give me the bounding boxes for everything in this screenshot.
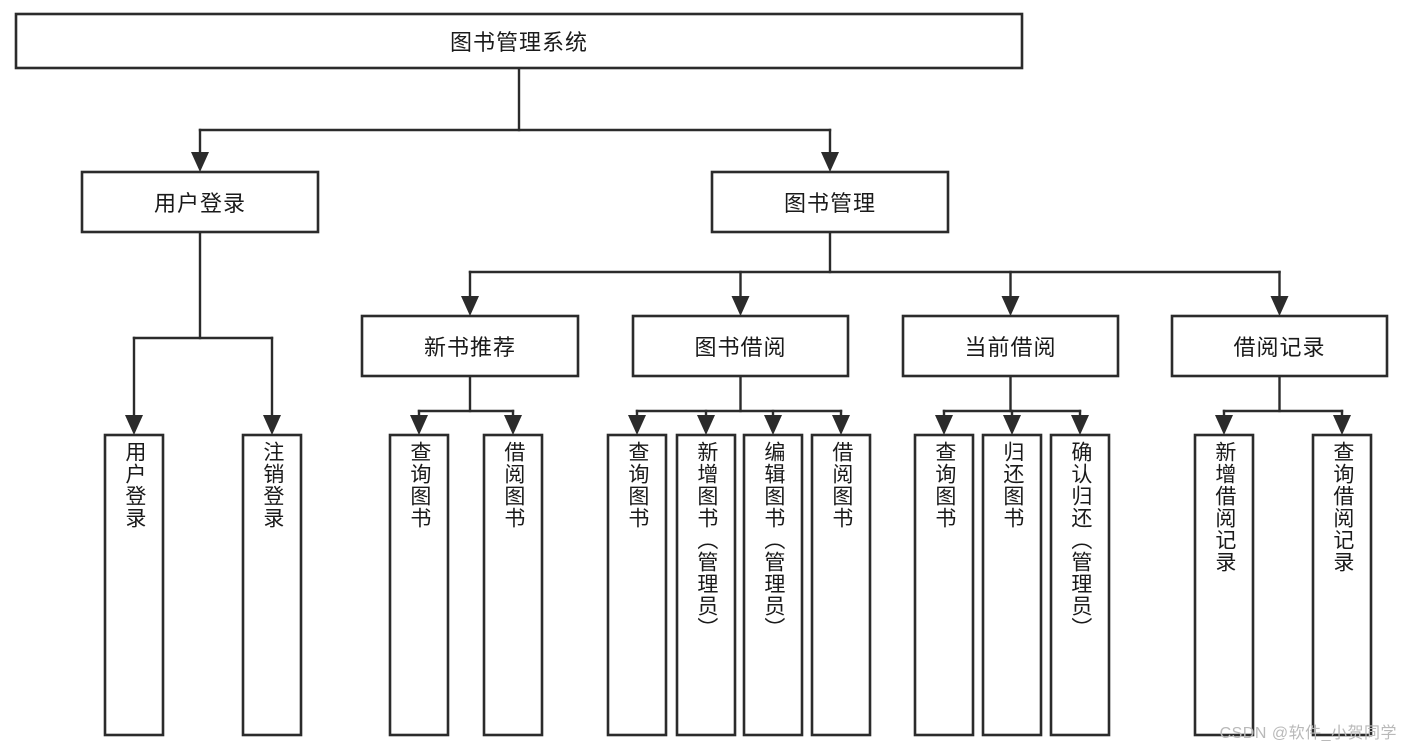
node-box-book-borrow[interactable]: [631, 314, 850, 378]
arrow-head-add-borrow-record: [1215, 415, 1233, 435]
arrow-head-borrow-record: [1270, 296, 1289, 316]
node-box-book-management[interactable]: [710, 170, 950, 234]
node-box-user-login-action[interactable]: [103, 433, 165, 737]
node-box-edit-book-admin[interactable]: [742, 433, 804, 737]
arrow-head-borrow-book-action: [832, 415, 850, 435]
arrow-head-user-login: [191, 152, 209, 172]
arrow-head-user-logout-action: [263, 415, 281, 435]
node-box-borrow-book-recommend[interactable]: [482, 433, 544, 737]
arrow-head-current-borrow: [1001, 296, 1020, 316]
node-box-user-logout-action[interactable]: [241, 433, 303, 737]
node-box-query-book-recommend[interactable]: [388, 433, 450, 737]
arrow-head-confirm-return-admin: [1071, 415, 1089, 435]
arrow-head-query-borrow-record: [1333, 415, 1351, 435]
boxes-layer: [14, 12, 1389, 737]
node-box-root[interactable]: [14, 12, 1024, 70]
node-box-new-book-recommend[interactable]: [360, 314, 580, 378]
arrow-head-return-book: [1003, 415, 1021, 435]
arrow-head-query-book-current: [935, 415, 953, 435]
arrow-head-book-borrow: [731, 296, 750, 316]
node-box-add-book-admin[interactable]: [675, 433, 737, 737]
node-box-user-login[interactable]: [80, 170, 320, 234]
connectors-layer: [125, 66, 1351, 435]
node-box-borrow-book-action[interactable]: [810, 433, 872, 737]
node-box-add-borrow-record[interactable]: [1193, 433, 1255, 737]
node-box-return-book[interactable]: [981, 433, 1043, 737]
arrow-head-add-book-admin: [697, 415, 715, 435]
arrow-head-query-book-recommend: [410, 415, 428, 435]
node-box-current-borrow[interactable]: [901, 314, 1120, 378]
arrow-head-borrow-book-recommend: [504, 415, 522, 435]
node-box-query-book-current[interactable]: [913, 433, 975, 737]
arrow-head-query-book-borrow: [628, 415, 646, 435]
node-box-borrow-record[interactable]: [1170, 314, 1389, 378]
node-box-query-borrow-record[interactable]: [1311, 433, 1373, 737]
arrow-head-user-login-action: [125, 415, 143, 435]
arrow-head-book-management: [821, 152, 839, 172]
node-box-confirm-return-admin[interactable]: [1049, 433, 1111, 737]
csdn-watermark: CSDN @软件_小贺同学: [1219, 725, 1397, 742]
arrow-head-edit-book-admin: [764, 415, 782, 435]
node-box-query-book-borrow[interactable]: [606, 433, 668, 737]
arrow-head-new-book-recommend: [461, 296, 479, 316]
